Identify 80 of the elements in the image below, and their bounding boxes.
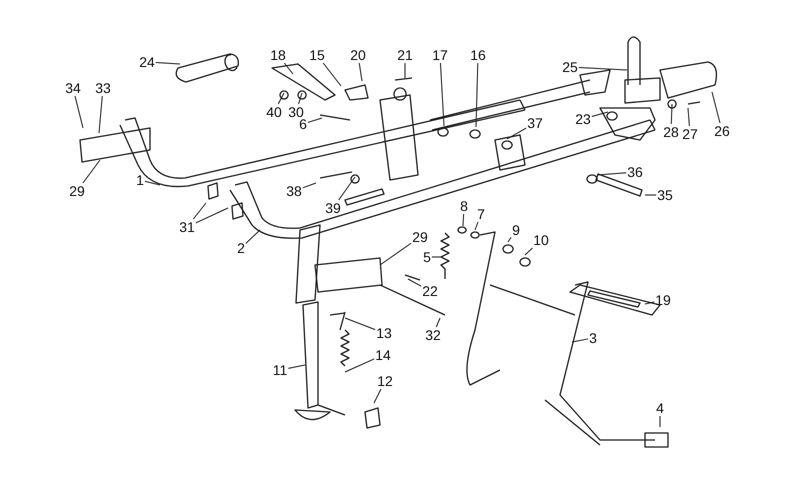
callout-number: 20 bbox=[349, 47, 367, 63]
callout-number: 39 bbox=[324, 200, 342, 216]
callout-number: 19 bbox=[654, 292, 672, 308]
callout-number: 36 bbox=[626, 164, 644, 180]
callout-number: 8 bbox=[459, 198, 469, 214]
callout-number: 17 bbox=[431, 47, 449, 63]
callout-number: 37 bbox=[526, 115, 544, 131]
callout-number: 35 bbox=[656, 187, 674, 203]
leader-line bbox=[688, 108, 690, 126]
leader-line bbox=[338, 176, 356, 200]
callout-number: 34 bbox=[64, 80, 82, 96]
leader-line bbox=[670, 104, 672, 124]
leader-line bbox=[322, 62, 342, 86]
leader-line bbox=[302, 182, 316, 188]
leader-line bbox=[462, 214, 464, 226]
callout-number: 13 bbox=[375, 325, 393, 341]
callout-number: 32 bbox=[424, 327, 442, 343]
callout-number: 15 bbox=[308, 47, 326, 63]
leader-line bbox=[278, 92, 284, 104]
callout-number: 7 bbox=[476, 206, 486, 222]
callout-number: 14 bbox=[374, 347, 392, 363]
leader-line bbox=[431, 256, 442, 258]
leader-line bbox=[524, 248, 533, 256]
leader-line bbox=[578, 66, 628, 70]
leader-line bbox=[591, 112, 608, 118]
leader-line bbox=[284, 62, 294, 74]
callout-number: 2 bbox=[236, 240, 246, 256]
callout-number: 23 bbox=[574, 111, 592, 127]
leader-line bbox=[508, 236, 512, 242]
leader-line bbox=[307, 118, 322, 123]
leader-line bbox=[344, 318, 376, 330]
callout-number: 12 bbox=[376, 373, 394, 389]
callout-number: 16 bbox=[469, 47, 487, 63]
leader-line bbox=[98, 96, 103, 134]
leader-line bbox=[144, 180, 160, 186]
callout-number: 24 bbox=[138, 54, 156, 70]
callout-number: 31 bbox=[178, 219, 196, 235]
callout-number: 29 bbox=[411, 229, 429, 245]
leader-line bbox=[644, 194, 657, 196]
callout-number: 3 bbox=[588, 330, 598, 346]
leader-line bbox=[192, 202, 206, 220]
callout-number: 10 bbox=[532, 232, 550, 248]
callout-number: 11 bbox=[272, 362, 288, 378]
leader-line bbox=[436, 318, 440, 328]
leader-line bbox=[644, 301, 655, 304]
callout-number: 25 bbox=[561, 59, 579, 75]
callout-number: 27 bbox=[681, 126, 699, 142]
leader-line bbox=[155, 62, 180, 64]
leader-line bbox=[74, 96, 84, 128]
callout-number: 29 bbox=[68, 183, 86, 199]
leader-line bbox=[245, 230, 260, 244]
callout-number: 21 bbox=[396, 47, 414, 63]
callout-number: 1 bbox=[135, 172, 145, 188]
leader-line bbox=[288, 364, 306, 369]
leader-line bbox=[374, 388, 382, 404]
leader-line bbox=[596, 172, 627, 176]
callout-number: 40 bbox=[265, 104, 283, 120]
leader-line bbox=[476, 62, 478, 128]
leader-line bbox=[440, 62, 444, 126]
callout-number: 28 bbox=[662, 124, 680, 140]
callout-number: 4 bbox=[655, 400, 665, 416]
leader-line bbox=[344, 358, 375, 372]
callout-number: 5 bbox=[422, 249, 432, 265]
leader-line bbox=[298, 92, 302, 104]
leader-line bbox=[195, 208, 228, 224]
callout-number: 26 bbox=[713, 123, 731, 139]
leader-line bbox=[404, 62, 406, 78]
leader-line bbox=[474, 222, 478, 230]
leader-line bbox=[712, 92, 720, 124]
callout-number: 18 bbox=[269, 47, 287, 63]
callout-number: 38 bbox=[285, 183, 303, 199]
leader-line bbox=[572, 338, 589, 342]
callout-number: 9 bbox=[511, 222, 521, 238]
leader-line bbox=[408, 278, 422, 287]
leader-line bbox=[82, 160, 100, 184]
leader-line bbox=[380, 242, 412, 266]
callout-number: 22 bbox=[421, 283, 439, 299]
leader-line bbox=[358, 62, 362, 82]
callout-number: 33 bbox=[94, 80, 112, 96]
leader-line bbox=[506, 128, 527, 140]
